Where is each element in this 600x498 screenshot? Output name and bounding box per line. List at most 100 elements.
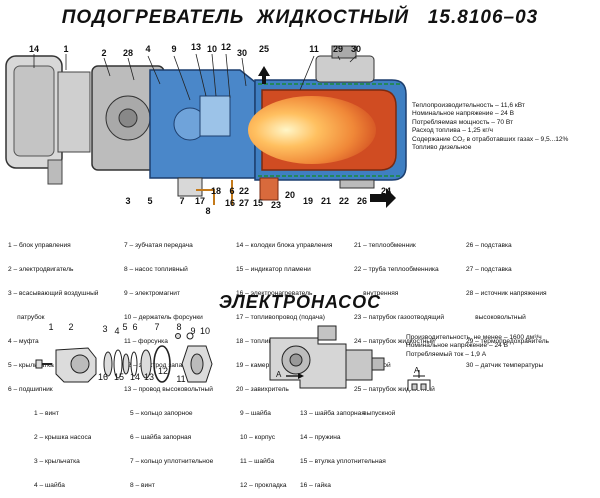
legend-item: патрубок [8,314,45,321]
callout-number: 7 [154,322,160,332]
legend-item: 14 – пружина [300,434,341,441]
pump-legend-col: 9 – шайба 10 – корпус 11 – шайба 12 – пр… [240,394,287,498]
legend-item: 16 – гайка [300,482,331,489]
callout-number: 10 [206,44,217,54]
callout-number: 29 [332,44,343,54]
callout-number: 13 [143,372,154,382]
callout-number: 6 [229,186,235,196]
spec-value: – 24 В [489,342,509,350]
callout-number: 22 [238,186,249,196]
legend-item: 5 – кольцо запорное [130,410,193,417]
callout-number: 2 [68,322,74,332]
callout-number: 15 [113,372,124,382]
pump-specs: Производительность, не менее – 1600 дм³/… [406,334,542,359]
callout-number: 12 [220,42,231,52]
view-arrow-icon [298,373,304,379]
legend-item: 15 – втулка уплотнительная [300,458,386,465]
callout-number: 19 [302,196,313,206]
callout-number: 14 [28,44,39,54]
pump-legend-col: 1 – винт 2 – крышка насоса 3 – крыльчатк… [34,394,91,498]
legend-item: 1 – винт [34,410,59,417]
legend-item: 6 – шайба запорная [130,434,192,441]
legend-item: 11 – шайба [240,458,275,465]
callout-number: 11 [309,44,319,54]
callout-number: 28 [122,48,133,58]
legend-item: 29 – термопредохранитель [466,338,549,345]
legend-item: 10 – корпус [240,434,276,441]
legend-item: 20 – завихритель [236,386,289,393]
legend-item: 28 – источник напряжения [466,290,547,297]
legend-item: 17 – топливопровод (подача) [236,314,325,321]
legend-item: 8 – винт [130,482,155,489]
callout-number: 27 [238,198,249,208]
callout-number: 16 [224,198,235,208]
callout-number: 13 [190,42,201,52]
legend-item: 24 – патрубок жидкостный [354,338,435,345]
pump-legend-col: 13 – шайба запорная 14 – пружина 15 – вт… [300,394,386,498]
legend-item: 26 – подставка [466,242,512,249]
callout-number: 3 [102,324,108,334]
spec-value: – 1,9 А [465,350,487,358]
legend-item: 1 – блок управления [8,242,71,249]
legend-item: 23 – патрубок газоотводящий [354,314,445,321]
spec-line: Потребляемая мощность – 70 Вт [412,118,514,126]
legend-item: 2 – электродвигатель [8,266,74,273]
callout-number: 12 [157,366,168,376]
legend-item: 7 – зубчатая передача [124,242,193,249]
callout-number: 4 [145,44,151,54]
heater-legend-col: 26 – подставка 27 – подставка 28 – источ… [466,226,549,378]
callout-number: 10 [199,326,210,336]
view-arrow-label: A [276,370,282,379]
callout-number: 16 [97,372,108,382]
callout-number: 7 [179,196,185,206]
outlet-arrow-icon [258,66,270,76]
callout-number: 2 [101,48,107,58]
callout-number: 9 [171,44,177,54]
legend-item: 3 – крыльчатка [34,458,80,465]
legend-item: внутренняя [354,290,399,297]
callout-number: 18 [210,186,221,196]
heater-specs: Теплопроизводительность – 11,6 кВт Номин… [412,102,568,152]
legend-item: 13 – провод высоковольтный [124,386,213,393]
legend-item: 4 – шайба [34,482,65,489]
callout-number: 11 [176,374,186,384]
legend-item: 9 – электромагнит [124,290,180,297]
callout-number: 9 [190,326,196,336]
callout-number: 22 [338,196,349,206]
legend-item: 13 – шайба запорная [300,410,365,417]
callout-number: 1 [63,44,69,54]
pump-legend-col: 5 – кольцо запорное 6 – шайба запорная 7… [130,394,213,498]
legend-item: 16 – электронагреватель [236,290,313,297]
spec-label: Потребляемый ток [406,350,464,358]
callout-number: 24 [380,186,391,196]
callout-number: 30 [236,48,247,58]
legend-item: 3 – всасывающий воздушный [8,290,99,297]
legend-item: 2 – крышка насоса [34,434,92,441]
legend-item: 22 – труба теплообменника [354,266,439,273]
inlet-arrow-icon [370,188,396,208]
callout-number: 21 [320,196,331,206]
callout-number: 3 [125,196,131,206]
spec-line: Топливо дизельное [412,143,472,151]
legend-item: 11 – форсунка [124,338,168,345]
spec-value: – 1600 дм³/ч [503,334,542,341]
legend-item: 12 – прокладка [240,482,287,489]
callout-number: 25 [258,44,269,54]
callout-number: 5 [147,196,153,206]
legend-item: выпускной [354,410,396,417]
legend-item: 8 – насос топливный [124,266,188,273]
flame-shape [248,96,376,164]
legend-item: 6 – подшипник [8,386,53,393]
legend-item: высоковольтный [466,314,526,321]
callout-number: 23 [270,200,281,210]
heater-cutaway-drawing [5,45,407,208]
spec-label: Производительность, не менее [406,334,502,341]
view-a-label: A [414,366,420,375]
callout-number: 8 [176,322,182,332]
legend-item: 21 – теплообменник [354,242,416,249]
pump-title: ЭЛЕКТРОНАСОС [218,292,382,312]
callout-number: 4 [114,326,120,336]
callout-number: 5 [122,322,128,332]
callout-number: 8 [205,206,211,216]
legend-item: 15 – индикатор пламени [236,266,311,273]
